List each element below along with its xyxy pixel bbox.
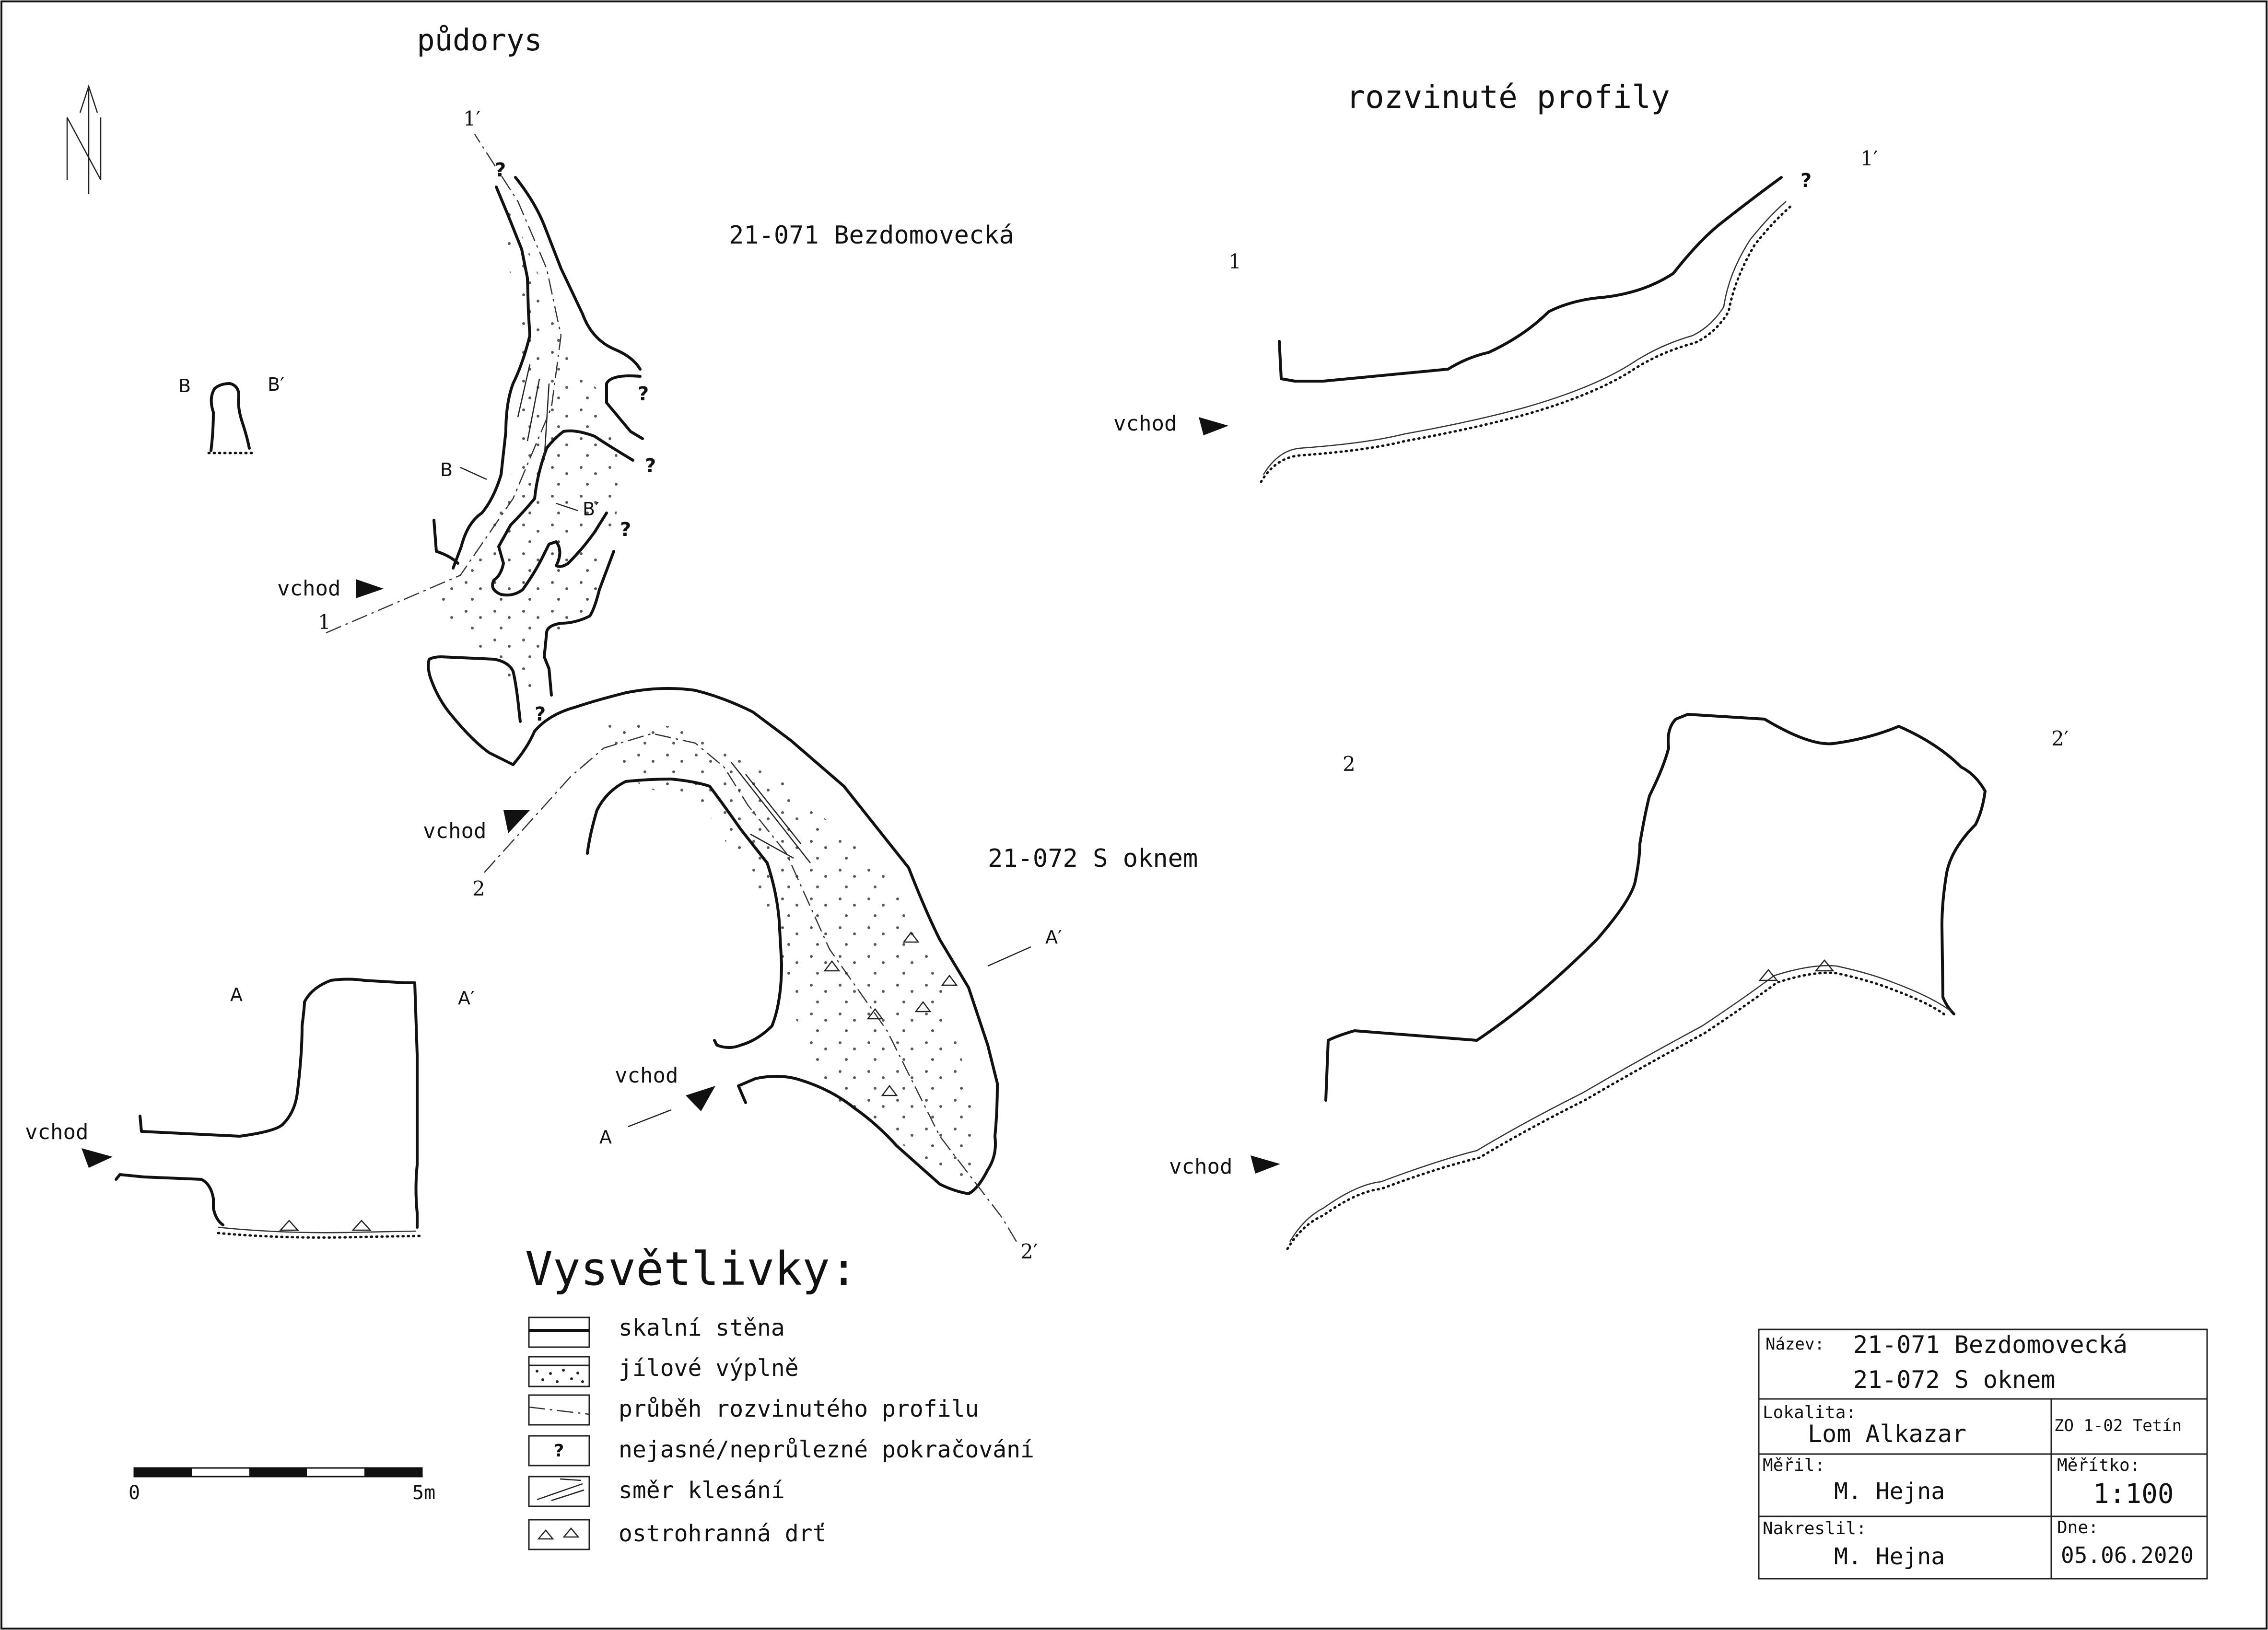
profile-2-axis-plan bbox=[484, 733, 1017, 1242]
section-b-end-tick bbox=[556, 502, 578, 512]
cave1-block bbox=[427, 655, 522, 766]
entrance-label: vchod bbox=[1169, 1154, 1232, 1179]
cave1-wall-lobe bbox=[491, 374, 644, 597]
clay-fill-cave1 bbox=[432, 192, 623, 695]
scale-bar-max: 5m bbox=[412, 1482, 435, 1504]
cave1-wall-east bbox=[514, 176, 642, 371]
svg-text:jílové výplně: jílové výplně bbox=[619, 1355, 799, 1382]
scale-bar-min: 0 bbox=[129, 1482, 140, 1504]
cave1-name: 21-071 Bezdomovecká bbox=[729, 221, 1014, 250]
svg-text:?: ? bbox=[554, 1441, 564, 1461]
title-block-date-label: Dne: bbox=[2057, 1518, 2099, 1537]
title-block-name-label: Název: bbox=[1765, 1335, 1824, 1354]
profile-1-end-label: 1′ bbox=[463, 107, 480, 130]
profile-2-start-label: 2 bbox=[472, 877, 485, 900]
title-block-surveyed-label: Měřil: bbox=[1763, 1455, 1825, 1475]
cave2-name: 21-072 S oknem bbox=[988, 844, 1198, 873]
title-block-name-2: 21-072 S oknem bbox=[1853, 1366, 2055, 1394]
cave1-wall-south bbox=[543, 550, 615, 697]
legend-title: Vysvětlivky: bbox=[525, 1242, 858, 1296]
svg-text:skalní stěna: skalní stěna bbox=[619, 1315, 785, 1341]
profile-2-end-label: 2′ bbox=[1020, 1240, 1038, 1263]
unclear-mark: ? bbox=[495, 159, 506, 181]
profile-1-start-label: 1 bbox=[318, 610, 331, 634]
entrance-arrow-icon bbox=[356, 579, 384, 598]
scale-bar bbox=[133, 1467, 423, 1478]
legend-item-clay: jílové výplně bbox=[528, 1355, 799, 1387]
entrance-label: vchod bbox=[423, 819, 486, 843]
title-block-drawn-label: Nakreslil: bbox=[1763, 1519, 1867, 1538]
plan-view bbox=[326, 134, 1031, 1242]
section-a-end-label: A′ bbox=[458, 988, 475, 1009]
svg-text:nejasné/neprůlezné pokračování: nejasné/neprůlezné pokračování bbox=[619, 1436, 1034, 1463]
title-block-surveyed-by: M. Hejna bbox=[1834, 1478, 1945, 1505]
section-a-label: A bbox=[599, 1127, 612, 1148]
entrance-label: vchod bbox=[25, 1120, 88, 1144]
cross-section-b bbox=[207, 382, 253, 454]
svg-text:ostrohranná drť: ostrohranná drť bbox=[619, 1520, 826, 1547]
unclear-mark: ? bbox=[535, 703, 546, 725]
profile-1-start-label: 1 bbox=[1228, 250, 1241, 273]
entrance-arrow-icon bbox=[1251, 1155, 1280, 1174]
svg-text:průběh rozvinutého profilu: průběh rozvinutého profilu bbox=[619, 1396, 979, 1422]
legend-item-slope: směr klesání bbox=[528, 1476, 785, 1507]
profile-2-start-label: 2 bbox=[1343, 752, 1356, 776]
cave2-wall-north bbox=[512, 687, 999, 1195]
legend-item-debris: ostrohranná drť bbox=[528, 1519, 826, 1550]
svg-text:směr klesání: směr klesání bbox=[619, 1477, 785, 1504]
cave2-wall-south bbox=[586, 778, 783, 1049]
title-block-drawn-by: M. Hejna bbox=[1834, 1543, 1945, 1570]
entrance-label: vchod bbox=[615, 1063, 678, 1088]
title-block-name-1: 21-071 Bezdomovecká bbox=[1853, 1331, 2128, 1359]
unclear-mark: ? bbox=[620, 519, 631, 541]
entrance-arrow-icon bbox=[1199, 417, 1228, 435]
title-block bbox=[1758, 1328, 2208, 1580]
section-b-label: B bbox=[178, 375, 191, 396]
title-block-locality-label: Lokalita: bbox=[1763, 1403, 1856, 1422]
debris-triangles bbox=[823, 931, 958, 1096]
entrance-arrow-icon bbox=[82, 1148, 113, 1168]
unclear-mark: ? bbox=[638, 383, 649, 405]
entrance-arrow-icon bbox=[503, 810, 530, 833]
section-a-end-label: A′ bbox=[1045, 927, 1062, 948]
profile-1 bbox=[1260, 176, 1792, 483]
legend-item-wall: skalní stěna bbox=[528, 1315, 785, 1348]
title-block-scale-label: Měřítko: bbox=[2057, 1455, 2140, 1475]
section-a-tick bbox=[628, 1109, 672, 1128]
title-block-zo: ZO 1-02 Tetín bbox=[2054, 1416, 2182, 1435]
north-arrow-icon bbox=[66, 84, 102, 194]
title-block-date: 05.06.2020 bbox=[2061, 1542, 2194, 1568]
profile-1-end-label: 1′ bbox=[1860, 147, 1878, 170]
profile-2 bbox=[1286, 713, 1987, 1250]
slope-lines-cave1 bbox=[517, 364, 550, 461]
entrance-label: vchod bbox=[1113, 411, 1177, 436]
clay-fill-cave2 bbox=[599, 719, 978, 1199]
unclear-mark: ? bbox=[1800, 170, 1812, 192]
legend-item-unclear: ? nejasné/neprůlezné pokračování bbox=[528, 1435, 1034, 1467]
profile-2-end-label: 2′ bbox=[2051, 727, 2069, 750]
plan-title: půdorys bbox=[417, 23, 542, 58]
section-b-label: B bbox=[440, 459, 453, 480]
section-b-end-label: B′ bbox=[583, 499, 599, 520]
entrance-label: vchod bbox=[277, 576, 340, 601]
entrance-arrow-icon bbox=[686, 1086, 715, 1111]
cave1-wall-west bbox=[433, 186, 531, 570]
title-block-scale: 1:100 bbox=[2093, 1479, 2174, 1510]
unclear-mark: ? bbox=[645, 455, 656, 477]
profiles-title: rozvinuté profily bbox=[1346, 79, 1670, 116]
section-b-end-label: B′ bbox=[268, 374, 284, 395]
cross-section-a bbox=[115, 978, 421, 1239]
profile-1-axis-plan bbox=[326, 134, 562, 634]
section-a-end-tick bbox=[987, 946, 1031, 967]
section-a-label: A bbox=[230, 984, 243, 1005]
title-block-locality: Lom Alkazar bbox=[1808, 1420, 1966, 1448]
legend-item-profile-line: průběh rozvinutého profilu bbox=[528, 1394, 979, 1426]
section-b-tick bbox=[460, 466, 487, 480]
